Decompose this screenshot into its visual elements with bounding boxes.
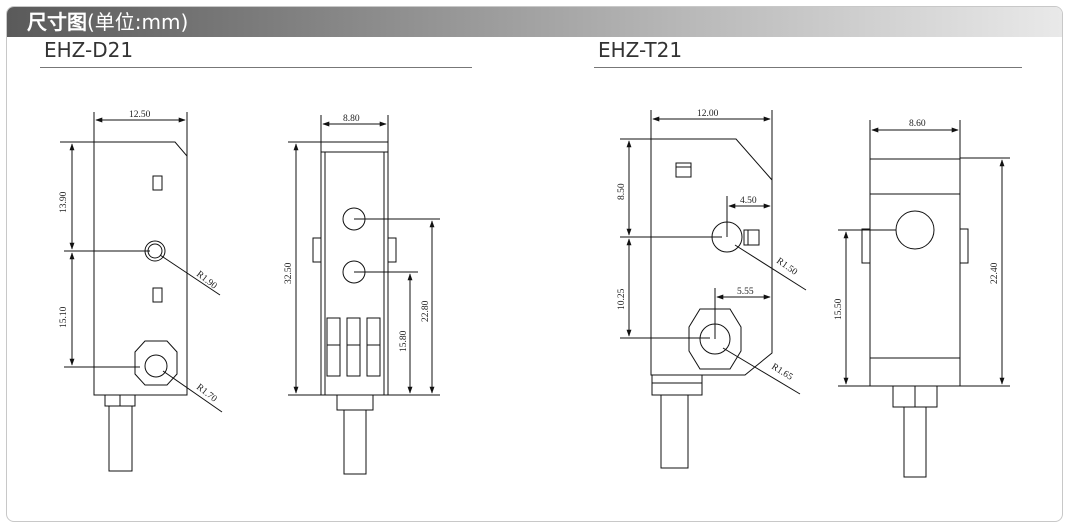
t21-front-body	[650, 138, 773, 376]
section-title-unit: (单位:mm)	[87, 10, 189, 34]
t21-side-tab-right	[959, 228, 969, 264]
t21-cable	[660, 394, 689, 469]
section-header: 尺寸图(单位:mm)	[7, 7, 1062, 37]
d21-side-width-label: 8.80	[343, 114, 360, 124]
model-underline-d21	[40, 67, 472, 68]
d21-side-gland	[336, 394, 374, 411]
t21-lower-height-label: 10.25	[617, 288, 627, 310]
t21-nut	[688, 308, 742, 370]
d21-front-view	[60, 112, 223, 472]
d21-lens-top-inner	[147, 243, 163, 259]
section-title: 尺寸图(单位:mm)	[27, 9, 188, 35]
t21-small-square	[743, 229, 760, 246]
d21-width-label: 12.50	[129, 110, 151, 120]
t21-side-view	[838, 120, 1010, 478]
t21-side-tab-left	[861, 228, 871, 264]
t21-front-view	[620, 110, 807, 469]
d21-side-15-label: 15.80	[399, 330, 409, 352]
t21-indicator	[675, 162, 692, 178]
d21-side-22-label: 22.80	[421, 300, 431, 322]
d21-side-view	[288, 115, 440, 475]
t21-cable-gland	[651, 374, 703, 396]
d21-nut	[134, 340, 178, 386]
t21-side-body	[869, 158, 961, 387]
d21-indicator-bottom	[152, 287, 163, 303]
model-underline-t21	[594, 67, 1022, 68]
t21-side-cable	[903, 406, 927, 478]
model-label-t21: EHZ-T21	[598, 38, 683, 62]
d21-cable	[108, 405, 133, 472]
d21-side-tab-left	[312, 237, 322, 263]
t21-width-label: 12.00	[697, 109, 719, 119]
dimension-panel: 尺寸图(单位:mm)	[6, 6, 1063, 522]
t21-side-height-label: 22.40	[990, 262, 1000, 284]
d21-nut-hole	[144, 354, 168, 378]
d21-terminal-3	[366, 317, 381, 377]
d21-side-cable	[343, 409, 367, 475]
d21-front-body	[93, 141, 188, 396]
d21-lower-height-label: 15.10	[59, 306, 69, 328]
d21-terminal-2	[346, 317, 361, 377]
t21-offset-top-label: 4.50	[740, 196, 757, 206]
model-label-d21: EHZ-D21	[44, 38, 134, 62]
t21-radius-bottom-label: R1.65	[769, 362, 794, 383]
t21-upper-height-label: 8.50	[617, 183, 627, 200]
d21-side-height-label: 32.50	[284, 262, 294, 284]
d21-upper-height-label: 13.90	[59, 191, 69, 213]
t21-radius-top-label: R1.50	[774, 256, 799, 278]
d21-terminal-1	[326, 317, 341, 377]
t21-side-lens	[895, 210, 935, 250]
section-title-strong: 尺寸图	[27, 10, 87, 34]
t21-side-15-label: 15.50	[834, 298, 844, 320]
d21-indicator-top	[152, 175, 163, 191]
d21-side-body	[320, 141, 389, 396]
t21-side-width-label: 8.60	[909, 119, 926, 129]
d21-side-tab-right	[387, 237, 397, 263]
t21-offset-bottom-label: 5.55	[737, 287, 754, 297]
